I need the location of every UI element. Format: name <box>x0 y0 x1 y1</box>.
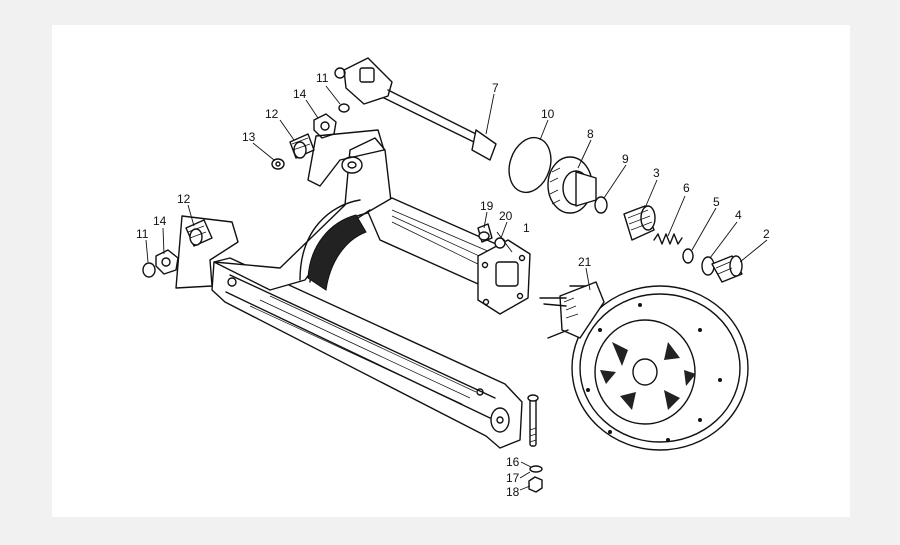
wheel-hub-brake-disc-part <box>539 281 749 451</box>
pivot-pin-lower-part <box>142 215 239 289</box>
callout-21: 21 <box>578 255 592 269</box>
washer-20-part <box>494 237 506 249</box>
spring-part <box>653 233 683 245</box>
callout-12-lower: 12 <box>177 192 191 206</box>
callout-8: 8 <box>587 127 594 141</box>
callout-3: 3 <box>653 166 660 180</box>
splined-bush-part <box>711 255 743 283</box>
callout-5: 5 <box>713 195 720 209</box>
ring-part <box>701 256 715 276</box>
callout-9: 9 <box>622 152 629 166</box>
callout-16: 16 <box>506 455 520 469</box>
roller-bearing-part <box>623 205 656 241</box>
callout-14-lower: 14 <box>153 214 167 228</box>
leader-lines <box>145 85 768 491</box>
cardan-shaft-part <box>334 57 497 161</box>
bolt-19-part <box>477 223 493 243</box>
callout-13: 13 <box>242 130 256 144</box>
callout-11-upper: 11 <box>316 71 329 85</box>
callout-10: 10 <box>541 107 555 121</box>
washer-17-part <box>529 465 543 473</box>
callout-19: 19 <box>480 199 494 213</box>
callout-1: 1 <box>523 221 530 235</box>
callout-18: 18 <box>506 485 520 499</box>
washer-part <box>682 248 694 264</box>
pivot-pin-upper-part <box>271 103 385 187</box>
bolt-16-part <box>527 394 539 447</box>
callout-4: 4 <box>735 208 742 222</box>
callout-14-upper: 14 <box>293 87 307 101</box>
callout-2: 2 <box>763 227 770 241</box>
callout-20: 20 <box>499 209 513 223</box>
swing-arm-part <box>211 137 531 449</box>
callout-12-upper: 12 <box>265 107 279 121</box>
nut-18-part <box>528 476 543 493</box>
callout-7: 7 <box>492 81 499 95</box>
callout-6: 6 <box>683 181 690 195</box>
callout-17: 17 <box>506 471 520 485</box>
bevel-gear-part <box>547 156 597 214</box>
seal-ring-part <box>594 196 608 214</box>
callout-11-lower: 11 <box>136 227 149 241</box>
callout-labels: 1 2 3 4 5 6 7 8 9 10 11 11 12 12 13 14 1… <box>136 71 770 499</box>
circlip-part <box>508 136 552 194</box>
